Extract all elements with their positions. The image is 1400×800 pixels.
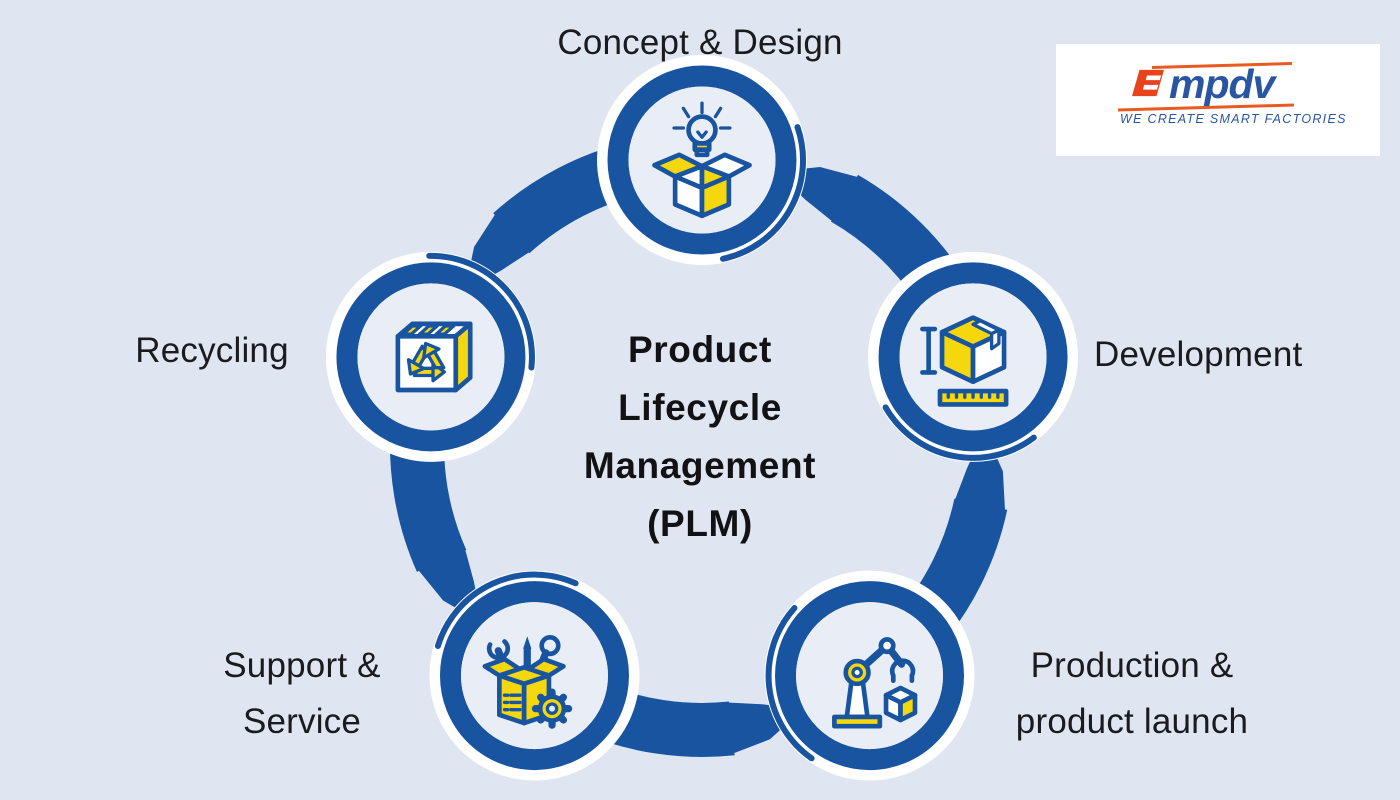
label-text: Development <box>1094 335 1303 374</box>
node-ring-support-service <box>439 581 629 771</box>
node-ring-concept-design <box>607 65 797 255</box>
cycle-arc-trail <box>765 605 815 762</box>
center-title-line: Management <box>583 445 817 486</box>
center-title: Product Lifecycle Management (PLM) <box>584 321 816 553</box>
node-inner-concept-design <box>628 86 776 234</box>
recycling-box-icon <box>398 324 470 390</box>
node-label-production-launch: Production & product launch <box>1016 638 1248 750</box>
mpdv-logo-box: mpdv WE CREATE SMART FACTORIES <box>1056 44 1380 156</box>
center-title-line: Lifecycle <box>618 387 782 428</box>
cycle-arc-trail <box>434 571 579 649</box>
label-text: product launch <box>1015 702 1249 741</box>
node-ring-development <box>878 262 1068 452</box>
node-label-recycling: Recycling <box>135 323 289 379</box>
node-label-development: Development <box>1094 327 1302 383</box>
node-ring-production-launch <box>775 581 965 771</box>
cycle-arc-trail <box>720 124 807 262</box>
node-ring-recycling <box>336 262 526 452</box>
label-text: Support & <box>223 646 381 685</box>
mpdv-flag-icon <box>1132 69 1164 97</box>
center-title-line: (PLM) <box>647 503 753 544</box>
mpdv-logo: mpdv <box>1132 61 1275 107</box>
label-text: Service <box>242 702 362 741</box>
cycle-arc-trail <box>882 404 1037 461</box>
mpdv-tagline: WE CREATE SMART FACTORIES <box>1120 112 1347 126</box>
cycle-arc-trail <box>426 252 535 371</box>
label-text: Recycling <box>135 331 289 370</box>
mpdv-wordmark: mpdv <box>1169 61 1275 107</box>
center-title-line: Product <box>628 329 772 370</box>
label-text: Production & <box>1030 646 1234 685</box>
node-label-support-service: Support & Service <box>223 638 380 750</box>
label-text: Concept & Design <box>557 23 843 62</box>
node-label-concept-design: Concept & Design <box>557 15 842 71</box>
